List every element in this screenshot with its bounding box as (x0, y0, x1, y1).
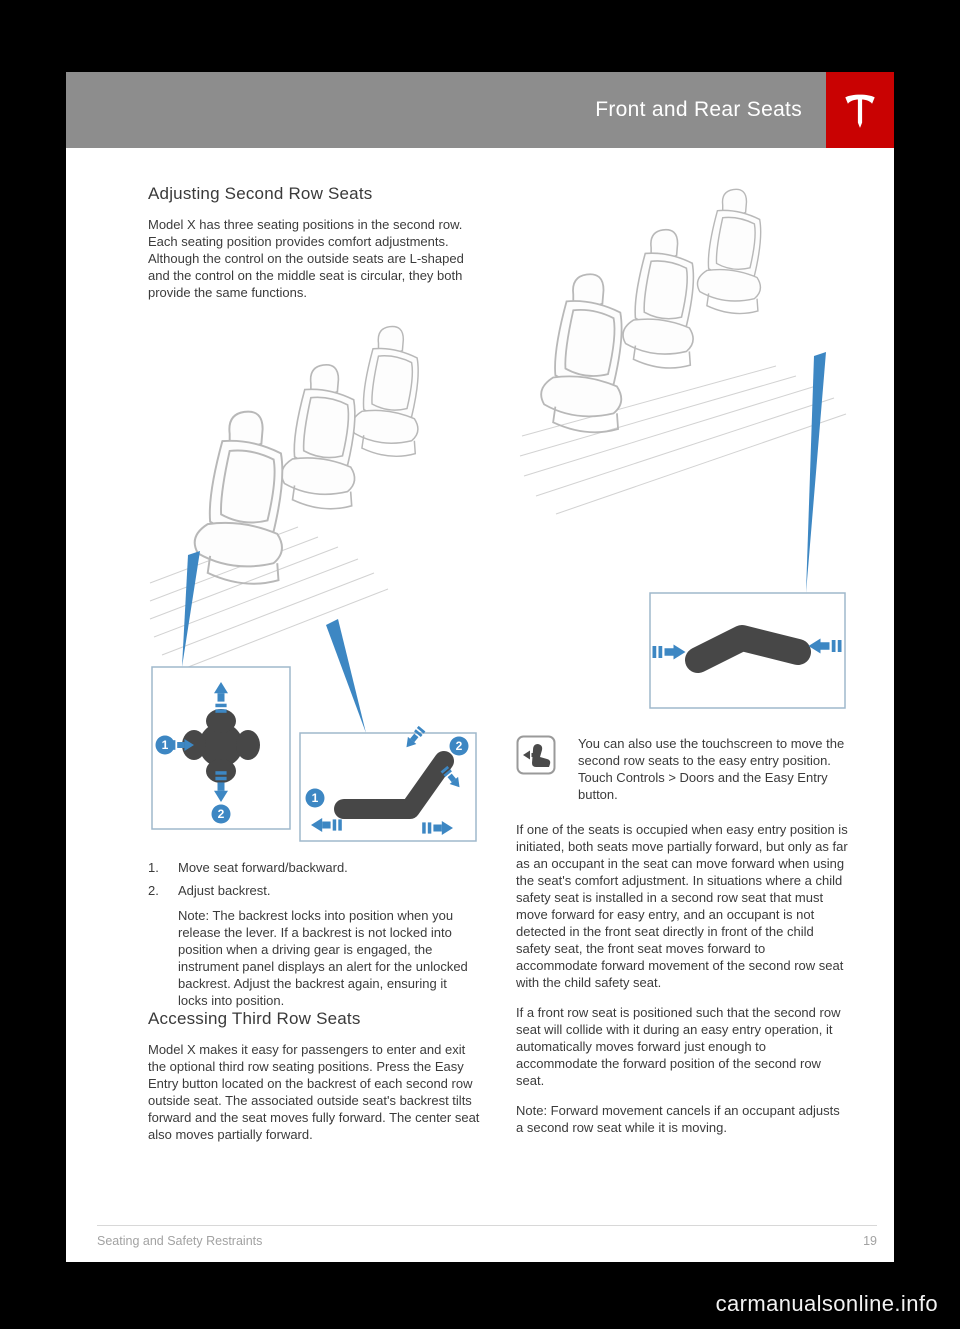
list-item: 1. Move seat forward/backward. (148, 859, 480, 876)
header-bar: Front and Rear Seats (66, 72, 826, 148)
touchscreen-tip: You can also use the touchscreen to move… (516, 735, 848, 803)
section-heading-adjusting-second-row: Adjusting Second Row Seats (148, 184, 373, 203)
right-column: You can also use the touchscreen to move… (516, 184, 848, 1157)
folded-seat-silhouette (685, 625, 811, 673)
step-number: 1. (148, 860, 159, 875)
page-header: Front and Rear Seats (66, 72, 894, 148)
step-number: 2. (148, 883, 159, 898)
page-footer: Seating and Safety Restraints 19 (97, 1225, 877, 1248)
backrest-note: Note: The backrest locks into position w… (178, 908, 468, 1008)
seat-row-drawing (193, 325, 419, 585)
callout-box-easy-entry (649, 592, 846, 709)
circular-seat-control (182, 709, 260, 783)
chapter-title: Front and Rear Seats (595, 98, 802, 121)
badge-2: 2 (211, 804, 231, 824)
adjustment-steps-list: 1. Move seat forward/backward. 2. Adjust… (148, 859, 480, 899)
paragraph-forward-movement-note: Note: Forward movement cancels if an occ… (516, 1103, 840, 1135)
step-text: Adjust backrest. (178, 883, 271, 898)
left-column: Adjusting Second Row Seats Model X has t… (148, 184, 480, 1157)
tesla-logo-box (826, 72, 894, 148)
svg-text:1: 1 (312, 791, 319, 805)
callout-box-circular-control: 1 2 (151, 666, 291, 830)
section-heading-third-row: Accessing Third Row Seats (148, 1009, 361, 1028)
watermark-text: carmanualsonline.info (715, 1291, 938, 1316)
footer-section-title: Seating and Safety Restraints (97, 1234, 263, 1248)
svg-text:2: 2 (218, 807, 225, 821)
callout-leader-2 (326, 619, 366, 733)
page-number: 19 (863, 1234, 877, 1248)
manual-page: Front and Rear Seats Adjusting Second Ro… (66, 72, 894, 1262)
l-shaped-seat-control (334, 751, 454, 819)
easy-entry-icon (516, 735, 556, 775)
second-row-seats-illustration: 1 2 2 (149, 325, 477, 842)
badge-1: 1 (155, 735, 175, 755)
tip-text: You can also use the touchscreen to move… (578, 736, 845, 802)
callout-box-l-control: 2 1 (299, 725, 477, 842)
list-item: 2. Adjust backrest. (148, 882, 480, 899)
callout-leader (806, 352, 826, 593)
easy-entry-seats-illustration (519, 188, 847, 709)
svg-text:1: 1 (162, 738, 169, 752)
step-text: Move seat forward/backward. (178, 860, 348, 875)
page-content: Adjusting Second Row Seats Model X has t… (66, 148, 894, 1157)
svg-text:2: 2 (456, 739, 463, 753)
paragraph-third-row: Model X makes it easy for passengers to … (148, 1042, 480, 1142)
tesla-logo-icon (845, 94, 875, 128)
badge-2: 2 (449, 736, 469, 756)
badge-1: 1 (305, 788, 325, 808)
paragraph-front-seat-collision: If a front row seat is positioned such t… (516, 1005, 841, 1088)
callout-leader-1 (182, 551, 200, 667)
paragraph-second-row-intro: Model X has three seating positions in t… (148, 217, 464, 300)
paragraph-occupied-seats: If one of the seats is occupied when eas… (516, 822, 848, 990)
floor-slats (519, 365, 847, 515)
easy-entry-paragraphs: If one of the seats is occupied when eas… (516, 821, 848, 1136)
